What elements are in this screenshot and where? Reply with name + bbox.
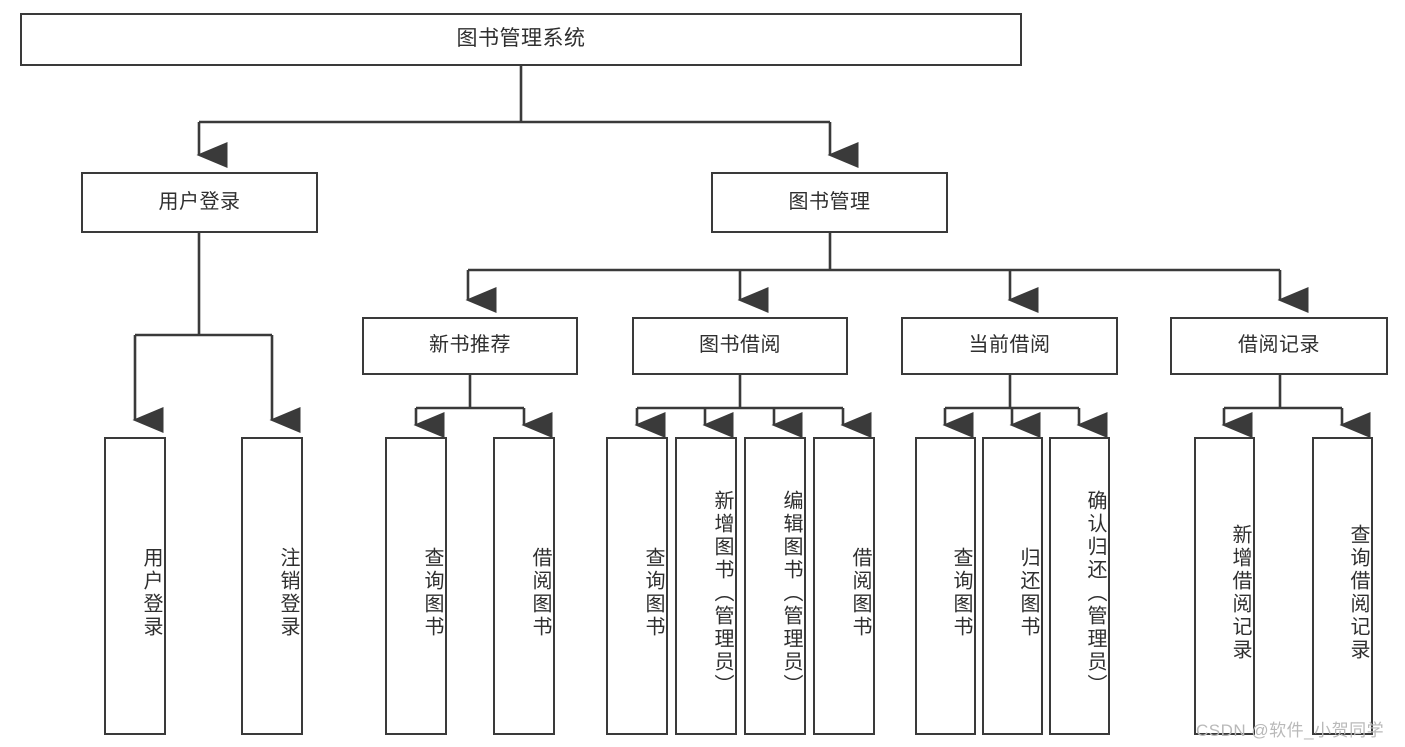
node-label: 借阅记录 — [1238, 334, 1320, 357]
node-label: 图书借阅 — [699, 334, 781, 357]
leaf-query-book-recommend[interactable]: 查询图书 — [385, 437, 447, 735]
node-label: 新增图书（管理员） — [711, 489, 733, 697]
leaf-add-borrow-record[interactable]: 新增借阅记录 — [1194, 437, 1255, 735]
node-label: 查询图书 — [950, 547, 972, 639]
node-label: 借阅图书 — [849, 547, 871, 639]
node-current-borrow[interactable]: 当前借阅 — [901, 317, 1118, 375]
node-label: 新书推荐 — [429, 334, 511, 357]
node-borrow-record[interactable]: 借阅记录 — [1170, 317, 1388, 375]
leaf-add-book-admin[interactable]: 新增图书（管理员） — [675, 437, 737, 735]
node-label: 用户登录 — [158, 190, 241, 213]
node-label: 新增借阅记录 — [1229, 524, 1251, 662]
node-new-book-recommend[interactable]: 新书推荐 — [362, 317, 578, 375]
leaf-borrow-book-recommend[interactable]: 借阅图书 — [493, 437, 555, 735]
node-label: 当前借阅 — [968, 334, 1051, 357]
node-label: 确认归还（管理员） — [1084, 489, 1106, 697]
node-label: 编辑图书（管理员） — [780, 489, 802, 697]
node-user-login[interactable]: 用户登录 — [81, 172, 318, 233]
node-label: 查询借阅记录 — [1347, 524, 1369, 662]
node-label: 图书管理 — [788, 190, 871, 213]
node-label: 归还图书 — [1017, 547, 1039, 639]
leaf-query-book-borrow[interactable]: 查询图书 — [606, 437, 668, 735]
node-label: 图书管理系统 — [456, 27, 586, 51]
node-label: 查询图书 — [642, 547, 664, 639]
leaf-user-logout[interactable]: 注销登录 — [241, 437, 303, 735]
leaf-query-book-current[interactable]: 查询图书 — [915, 437, 976, 735]
node-label: 用户登录 — [140, 547, 162, 639]
node-label: 借阅图书 — [529, 547, 551, 639]
leaf-return-book[interactable]: 归还图书 — [982, 437, 1043, 735]
leaf-confirm-return-admin[interactable]: 确认归还（管理员） — [1049, 437, 1110, 735]
leaf-query-borrow-record[interactable]: 查询借阅记录 — [1312, 437, 1373, 735]
node-book-borrow[interactable]: 图书借阅 — [632, 317, 848, 375]
node-label: 查询图书 — [421, 547, 443, 639]
leaf-user-login[interactable]: 用户登录 — [104, 437, 166, 735]
node-label: 注销登录 — [277, 547, 299, 639]
leaf-borrow-book[interactable]: 借阅图书 — [813, 437, 875, 735]
node-book-management[interactable]: 图书管理 — [711, 172, 948, 233]
watermark-credit: CSDN @软件_小贺同学 — [1196, 721, 1385, 740]
leaf-edit-book-admin[interactable]: 编辑图书（管理员） — [744, 437, 806, 735]
node-root-system[interactable]: 图书管理系统 — [20, 13, 1022, 66]
